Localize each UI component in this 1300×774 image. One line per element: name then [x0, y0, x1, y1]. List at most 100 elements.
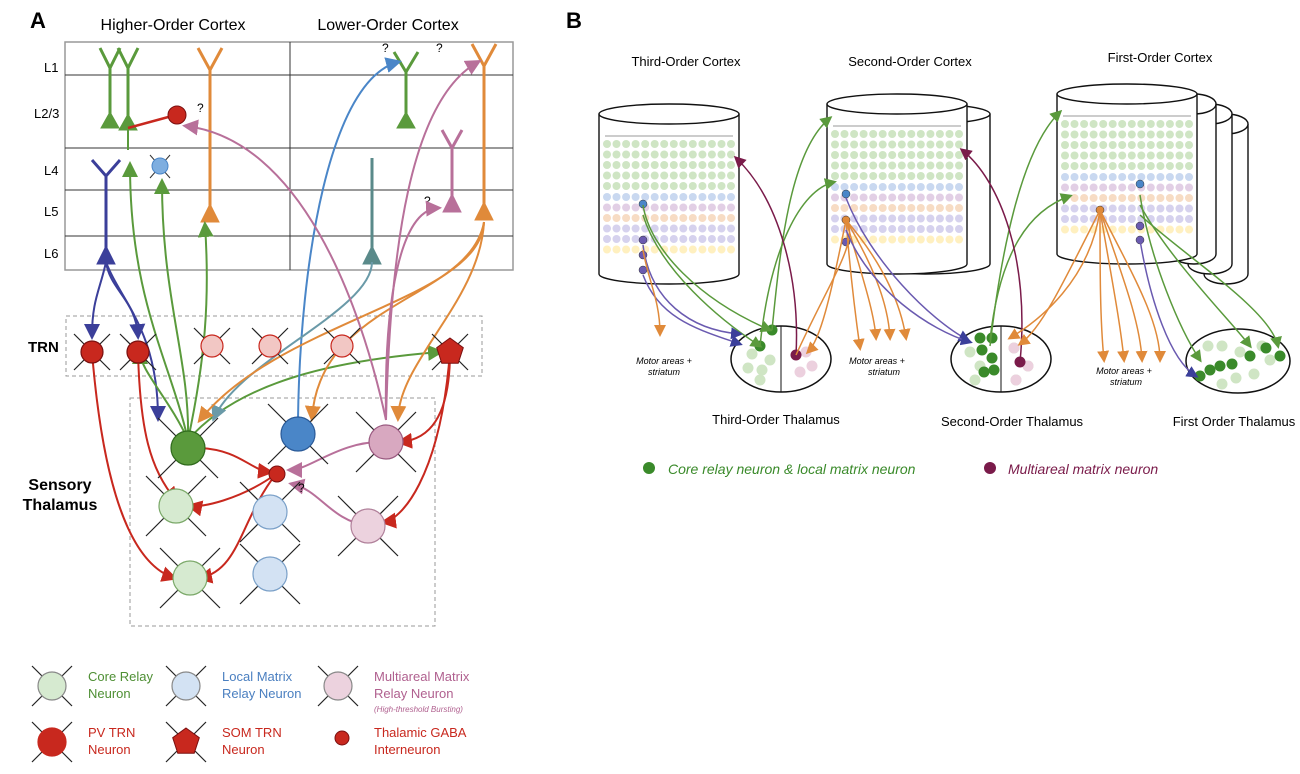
cortex-cell-dot [926, 214, 935, 223]
cortex-cell-dot [1080, 151, 1089, 160]
cortex-cell-dot [707, 193, 716, 201]
cortex-cell-dot [669, 203, 678, 212]
cortex-cell-dot [707, 171, 716, 180]
cortex-cell-dot [935, 161, 944, 170]
cortex-cell-dot [935, 172, 944, 180]
cortex-cell-dot [955, 151, 963, 159]
question-mark: ? [298, 481, 305, 495]
cortex-cell-dot [707, 203, 716, 212]
thalamus-title-second: Second-Order Thalamus [941, 414, 1084, 429]
cortex-cell-dot [831, 214, 839, 223]
trn-neuron-light [323, 327, 361, 365]
cortex-cell-dot [1127, 225, 1136, 234]
cortex-cell-dot [840, 140, 849, 149]
cortex-cell-dot [1070, 151, 1079, 160]
cortex-cell-dot [859, 151, 868, 159]
cortex-cell-dot [1137, 151, 1146, 160]
cortex-cell-dot [727, 193, 735, 201]
cortex-cell-dot [897, 235, 906, 244]
cortex-cell-dot [660, 150, 669, 159]
cortex-cell-dot [1146, 204, 1155, 213]
cortex-cell-dot [935, 225, 944, 233]
cortex-cell-dot [878, 140, 887, 149]
cortex-cell-dot [859, 140, 868, 149]
cortex-cell-dot [907, 140, 916, 149]
legend-panel-b: Core relay neuron & local matrix neuron … [643, 461, 1158, 477]
cortex-cell-dot [1156, 130, 1165, 139]
pyramidal-neuron-green-lower [392, 51, 420, 129]
cortex-cell-dot [707, 182, 716, 190]
cortex-cell-dot [1118, 215, 1127, 223]
cortex-cell-dot [916, 151, 925, 159]
legend-label-line: PV TRN [88, 725, 135, 740]
cortex-cell-dot [1061, 151, 1069, 160]
cortex-cylinder-first [1056, 83, 1198, 265]
cortex-cell-dot [631, 193, 640, 201]
cortex-cell-dot [831, 172, 839, 180]
panel-b-letter: B [566, 8, 582, 33]
cortex-cell-dot [660, 245, 669, 254]
cortex-cell-dot [603, 214, 611, 222]
cortex-cell-dot [897, 161, 906, 170]
cortex-cell-dot [1089, 173, 1098, 181]
cortex-cell-dot [1127, 215, 1136, 223]
cortex-cell-dot [660, 193, 669, 201]
cortex-cell-dot [1127, 162, 1136, 170]
local-matrix-neuron-active [267, 403, 329, 465]
layer-label-l23: L2/3 [34, 106, 59, 121]
panel-a: A Higher-Order Cortex Lower-Order Cortex… [23, 8, 514, 627]
core-relay-dot [1204, 364, 1216, 376]
cortex-cell-dot [1185, 183, 1193, 192]
cortex-cell-dot [955, 130, 963, 138]
cortex-cell-dot [878, 183, 887, 191]
cortex-cell-dot [1061, 225, 1069, 234]
cortex-cell-dot [1175, 194, 1184, 202]
cortex-cell-dot [698, 214, 707, 222]
cortex-cell-dot [679, 203, 688, 212]
cortex-cell-dot [622, 203, 631, 212]
cortex-cell-dot [650, 150, 659, 159]
cortex-cell-dot [935, 130, 944, 138]
thalamus-dot-light [1234, 346, 1246, 358]
legend-label-line: Relay Neuron [374, 686, 454, 701]
cortex-cell-dot [698, 193, 707, 201]
pyramidal-neuron-green-l23 [98, 47, 140, 150]
local-matrix-neuron [239, 481, 301, 543]
cortex-cell-dot [1175, 173, 1184, 181]
pyramidal-neuron-indigo-l6 [90, 159, 122, 265]
cortex-cell-dot [1137, 130, 1146, 139]
legend-label-line: Interneuron [374, 742, 441, 757]
cortex-cell-dot [1108, 130, 1117, 139]
cortex-cell-dot [1127, 120, 1136, 128]
cortex-cell-dot [669, 150, 678, 159]
cortex-cell-dot [859, 130, 868, 138]
cortex-cell-dot [878, 214, 887, 223]
core-relay-dot [986, 332, 998, 344]
cortex-cell-dot [727, 171, 735, 180]
cortex-cell-dot [1061, 120, 1069, 128]
cortex-cell-dot [888, 204, 897, 212]
cortex-cell-dot [1089, 141, 1098, 149]
cortex-cell-dot [631, 150, 640, 159]
cortex-cell-dot [603, 171, 611, 180]
core-relay-dot [1214, 360, 1226, 372]
cortex-cell-dot [698, 182, 707, 190]
cortex-cell-dot [1165, 141, 1174, 149]
cortex-cell-dot [688, 140, 697, 148]
cortex-cell-dot [926, 183, 935, 191]
cortex-cell-dot [1185, 173, 1193, 181]
cortex-cell-dot [907, 225, 916, 233]
legend-label-line: Core Relay [88, 669, 154, 684]
cortex-cell-dot [945, 151, 954, 159]
core-relay-neuron [159, 547, 221, 609]
cortex-cell-dot [1137, 162, 1146, 170]
cortex-cell-dot [1099, 183, 1108, 192]
cortex-cell-dot [897, 151, 906, 159]
cortex-cell-dot [1137, 194, 1146, 202]
trn-label: TRN [28, 339, 59, 356]
